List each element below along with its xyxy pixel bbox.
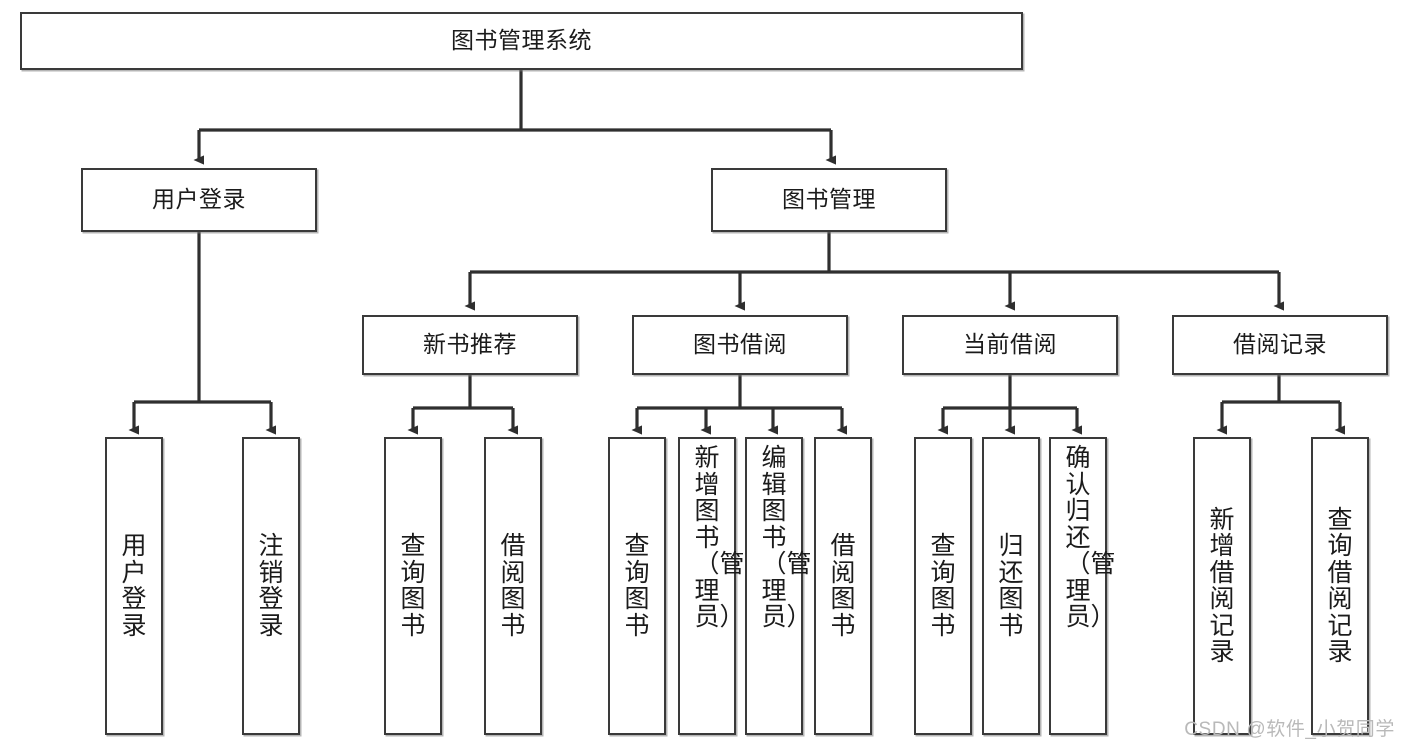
node-label: 当前借阅 bbox=[963, 331, 1057, 358]
node-current-borrow[interactable]: 当前借阅 bbox=[902, 315, 1118, 375]
node-label: 借阅记录 bbox=[1233, 331, 1327, 358]
node-borrow-record[interactable]: 借阅记录 bbox=[1172, 315, 1388, 375]
node-label: 新增图书（管理员） bbox=[694, 444, 745, 631]
node-label: 确认归还（管理员） bbox=[1065, 444, 1116, 631]
node-label: 图书借阅 bbox=[693, 331, 787, 358]
node-new-book-recommend[interactable]: 新书推荐 bbox=[362, 315, 578, 375]
watermark: CSDN @软件_小贺同学 bbox=[1184, 719, 1395, 740]
leaf-edit-book-admin[interactable]: 编辑图书（管理员） bbox=[745, 437, 812, 735]
node-book-management[interactable]: 图书管理 bbox=[711, 168, 947, 232]
node-label: 注销登录 bbox=[258, 532, 284, 640]
node-label: 用户登录 bbox=[121, 532, 147, 640]
leaf-confirm-return-admin[interactable]: 确认归还（管理员） bbox=[1049, 437, 1116, 735]
node-label: 用户登录 bbox=[152, 186, 246, 213]
node-label: 借阅图书 bbox=[830, 532, 856, 640]
node-label: 新增借阅记录 bbox=[1209, 505, 1235, 666]
node-label: 查询图书 bbox=[930, 532, 956, 640]
leaf-add-book-admin[interactable]: 新增图书（管理员） bbox=[678, 437, 745, 735]
leaf-query-book-borrow[interactable]: 查询图书 bbox=[608, 437, 666, 735]
node-label: 新书推荐 bbox=[423, 331, 517, 358]
leaf-query-book-new-recommend[interactable]: 查询图书 bbox=[384, 437, 442, 735]
node-label: 借阅图书 bbox=[500, 532, 526, 640]
node-label: 查询图书 bbox=[624, 532, 650, 640]
leaf-borrow-book[interactable]: 借阅图书 bbox=[814, 437, 872, 735]
node-label: 查询图书 bbox=[400, 532, 426, 640]
node-label: 归还图书 bbox=[998, 532, 1024, 640]
node-label: 编辑图书（管理员） bbox=[761, 444, 812, 631]
leaf-return-book[interactable]: 归还图书 bbox=[982, 437, 1040, 735]
node-user-login[interactable]: 用户登录 bbox=[81, 168, 317, 232]
leaf-add-borrow-record[interactable]: 新增借阅记录 bbox=[1193, 437, 1251, 735]
leaf-query-book-current[interactable]: 查询图书 bbox=[914, 437, 972, 735]
node-book-borrow[interactable]: 图书借阅 bbox=[632, 315, 848, 375]
node-label: 图书管理 bbox=[782, 186, 876, 213]
node-label: 图书管理系统 bbox=[451, 27, 592, 54]
leaf-user-login[interactable]: 用户登录 bbox=[105, 437, 163, 735]
leaf-query-borrow-record[interactable]: 查询借阅记录 bbox=[1311, 437, 1369, 735]
node-label: 查询借阅记录 bbox=[1327, 505, 1353, 666]
leaf-borrow-book-new-recommend[interactable]: 借阅图书 bbox=[484, 437, 542, 735]
node-root-book-management-system[interactable]: 图书管理系统 bbox=[20, 12, 1023, 70]
leaf-logout-login[interactable]: 注销登录 bbox=[242, 437, 300, 735]
